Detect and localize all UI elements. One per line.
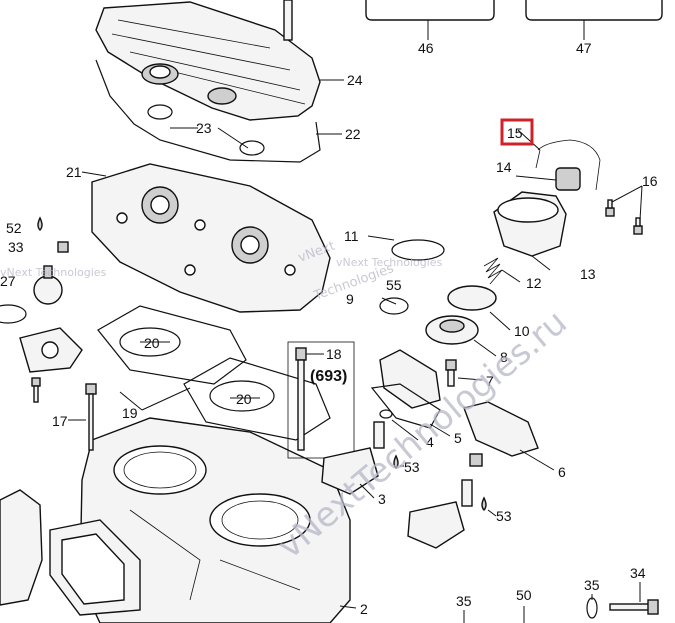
callout-6: 6 xyxy=(558,464,566,480)
housing-9 xyxy=(19,327,83,373)
callout-47: 47 xyxy=(576,40,592,56)
callout-5: 5 xyxy=(454,430,462,446)
callout-19: 19 xyxy=(122,405,138,421)
callout-27: 27 xyxy=(0,273,16,289)
callout-46: 46 xyxy=(418,40,434,56)
cylinder-block xyxy=(79,417,351,623)
housing-13 xyxy=(493,191,567,257)
callout-3: 3 xyxy=(378,491,386,507)
cylinder-head xyxy=(91,163,331,313)
watermark-2: vNext Technologies xyxy=(336,256,443,269)
callout-52: 52 xyxy=(6,220,22,236)
head-gasket-2 xyxy=(183,357,331,441)
callout-15: 15 xyxy=(507,125,523,141)
exhaust-pipe xyxy=(0,489,43,606)
watermark-1: vNext Technologies xyxy=(0,266,107,279)
o-rings-23 xyxy=(147,104,265,156)
washer-4 xyxy=(379,409,393,419)
callout-17: 17 xyxy=(52,413,68,429)
callout-22: 22 xyxy=(345,126,361,142)
drop-53b xyxy=(481,496,487,511)
callout-34: 34 xyxy=(630,565,646,581)
callout-8: 8 xyxy=(500,349,508,365)
o-ring-11 xyxy=(391,239,445,261)
part-box-47 xyxy=(525,0,663,40)
callout-35-b: 35 xyxy=(584,577,600,593)
callout-24: 24 xyxy=(347,72,363,88)
piston-8 xyxy=(425,315,479,345)
leader-lines xyxy=(68,79,643,623)
stud-bolt-17 xyxy=(85,383,97,451)
highlight-box xyxy=(500,118,534,146)
diaphragm-10 xyxy=(447,285,497,311)
screw-left xyxy=(31,377,41,403)
callout-35-a: 35 xyxy=(456,593,472,609)
callout-20-b: 20 xyxy=(236,391,252,407)
plug-33 xyxy=(57,241,69,253)
thermostat-27 xyxy=(0,265,63,324)
head-gasket-1 xyxy=(97,305,247,385)
callout-7: 7 xyxy=(486,373,494,389)
callout-21: 21 xyxy=(66,164,82,180)
callout-18: 18 xyxy=(326,346,342,362)
callout-2: 2 xyxy=(360,601,368,617)
callout-33: 33 xyxy=(8,239,24,255)
callout-14: 14 xyxy=(496,159,512,175)
callout-10: 10 xyxy=(514,323,530,339)
screw-7 xyxy=(445,359,457,387)
callout-9: 9 xyxy=(346,291,354,307)
callout-693: (693) xyxy=(310,368,347,385)
valve-body-6 xyxy=(463,401,539,457)
callout-13: 13 xyxy=(580,266,596,282)
drop-52 xyxy=(37,216,43,231)
rave-valve-3b xyxy=(407,479,473,549)
callout-55: 55 xyxy=(386,277,402,293)
callout-23: 23 xyxy=(196,120,212,136)
rave-valve-3a xyxy=(321,421,385,495)
bolt-box-693 xyxy=(287,341,355,459)
spring-12 xyxy=(483,257,503,285)
part-box-46 xyxy=(365,0,495,40)
callout-20-a: 20 xyxy=(144,335,160,351)
cap-14 xyxy=(555,167,581,191)
spring-clip-15 xyxy=(535,139,601,191)
bolt-34 xyxy=(609,599,659,615)
exhaust-flange xyxy=(49,519,141,616)
drop-53a xyxy=(393,454,399,469)
washer-35 xyxy=(586,597,598,619)
callout-16: 16 xyxy=(642,173,658,189)
o-ring-9 xyxy=(379,297,409,315)
callout-53-b: 53 xyxy=(496,508,512,524)
callout-50: 50 xyxy=(516,587,532,603)
valve-cover xyxy=(95,0,321,121)
callout-53-a: 53 xyxy=(404,459,420,475)
callout-4: 4 xyxy=(426,434,434,450)
valve-body-left xyxy=(379,349,441,409)
bolts-16 xyxy=(605,199,643,235)
callout-labels: 46 47 24 22 23 21 15 14 16 13 12 11 55 9… xyxy=(0,40,658,617)
plug-6b xyxy=(469,453,483,467)
callout-12: 12 xyxy=(526,275,542,291)
gasket-22 xyxy=(95,59,321,163)
callout-11: 11 xyxy=(344,228,359,244)
